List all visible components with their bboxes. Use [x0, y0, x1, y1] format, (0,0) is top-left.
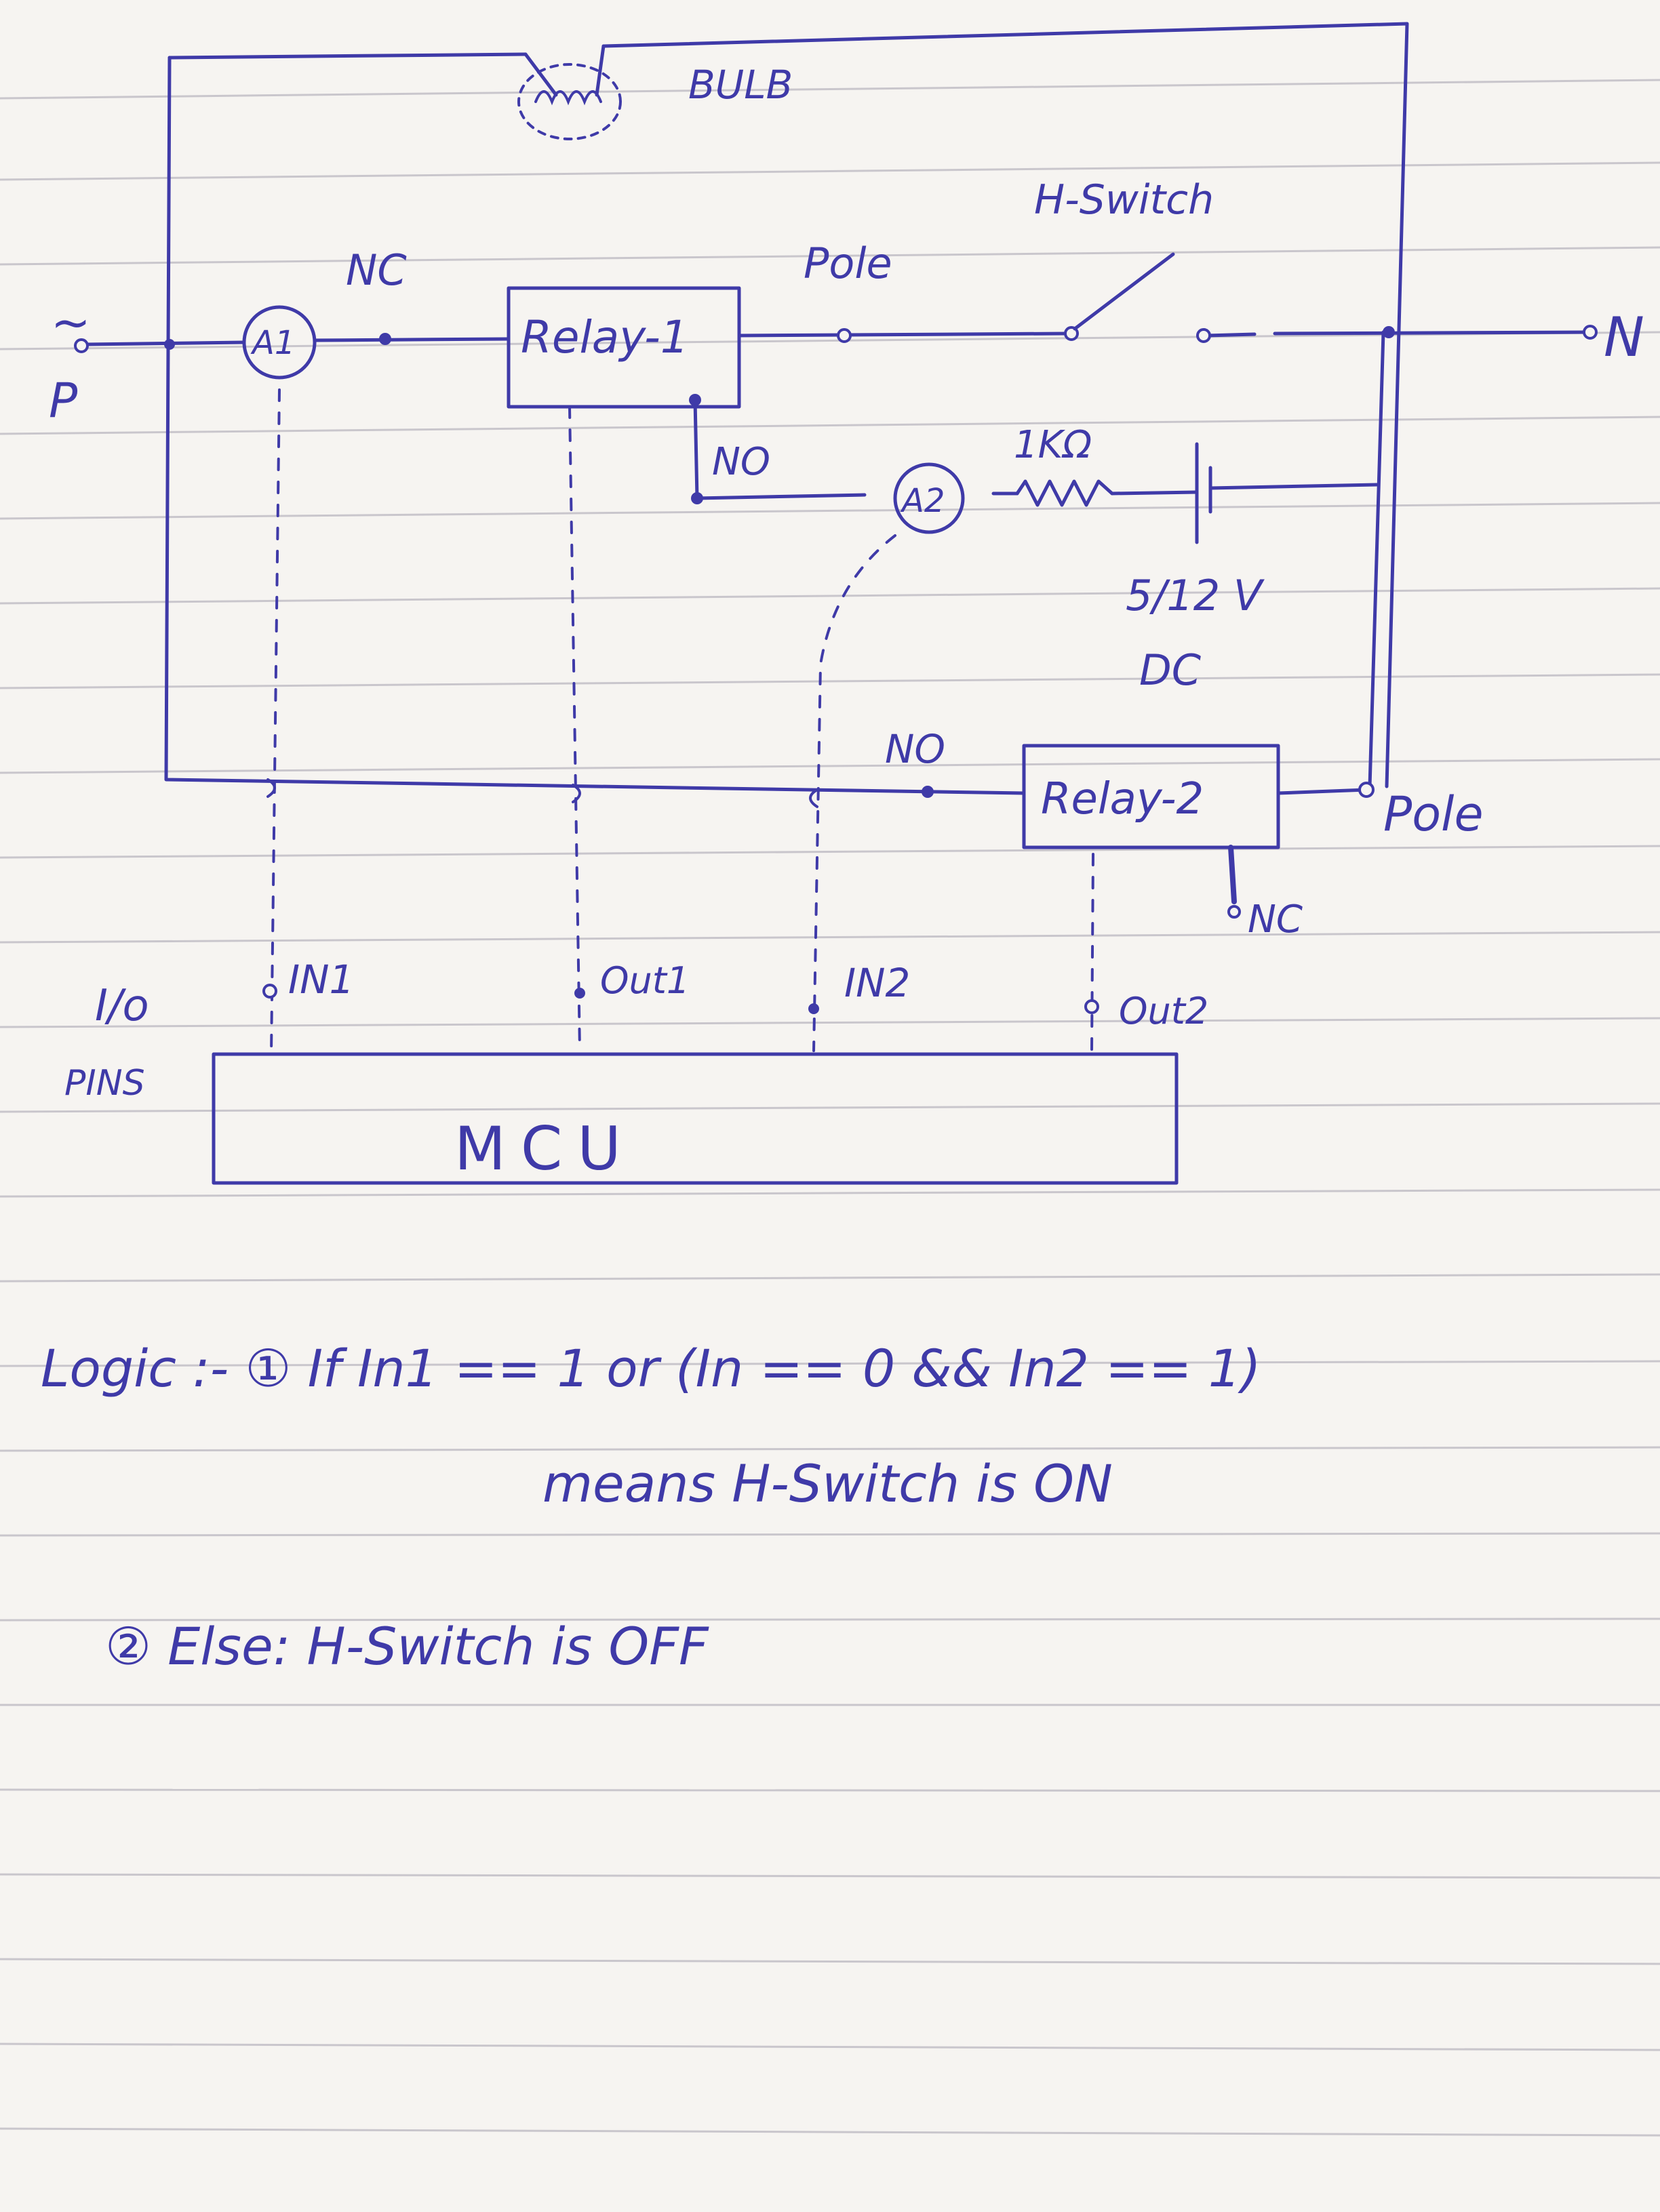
in1-pin [262, 984, 277, 999]
mcu-label: MCU [454, 1114, 636, 1184]
relay-1-no-label: NO [712, 440, 770, 484]
in2-label: IN2 [844, 960, 910, 1006]
pole-top-label: Pole [804, 239, 892, 288]
bulb-label: BULB [688, 62, 793, 108]
pins-label: PINS [64, 1063, 145, 1104]
junction-dot-right [1383, 326, 1395, 338]
battery-icon [1195, 442, 1212, 544]
relay-2-label: Relay-2 [1041, 774, 1204, 824]
pole-contact-dot [837, 328, 852, 343]
pole-right-label: Pole [1383, 786, 1484, 842]
bulb-icon [517, 44, 622, 140]
resistor-icon [1015, 479, 1114, 507]
out1-label: Out1 [600, 959, 690, 1002]
out2-pin [1084, 999, 1099, 1014]
nc-top-label: NC [346, 245, 407, 295]
relay-2-nc-lead [1228, 845, 1237, 904]
logic-line-2: means H-Switch is ON [542, 1453, 1113, 1514]
relay-2-nc-dot [1227, 905, 1241, 919]
relay-1-label: Relay-1 [521, 311, 689, 363]
relay-2-no-dot [922, 786, 934, 798]
outer-wires [164, 22, 1409, 795]
h-switch-icon [1064, 252, 1211, 343]
p-terminal-label: P [49, 373, 78, 428]
crossing-humps [266, 778, 818, 808]
no-contact-dot-2 [691, 492, 703, 504]
mcu-box [212, 1052, 1179, 1185]
junction-dot-left [164, 339, 175, 350]
relay-2-nc-label: NC [1248, 898, 1303, 942]
h-switch-label: H-Switch [1034, 176, 1214, 224]
dc-label: DC [1139, 645, 1202, 695]
main-line [85, 330, 1589, 346]
nc-contact-dot [379, 333, 391, 345]
ac-source-symbol: ~ [51, 295, 91, 350]
a2-label: A2 [900, 482, 945, 520]
out2-label: Out2 [1119, 990, 1208, 1032]
signal-wires [270, 388, 1094, 1055]
relay-2-pole-wire [1276, 788, 1368, 795]
dc-voltage-label: 5/12 V [1126, 571, 1265, 620]
resistor-label: 1KΩ [1014, 423, 1092, 467]
ammeter-a2 [893, 462, 965, 534]
relay-1-box [507, 286, 741, 409]
n-terminal-dot [1583, 325, 1598, 340]
ruled-lines [0, 79, 1660, 2137]
ammeter-a1 [242, 305, 317, 380]
logic-line-3: ② Else: H-Switch is OFF [105, 1616, 709, 1676]
out1-pin [574, 988, 585, 999]
relay-2-pole-dot [1358, 782, 1375, 798]
in1-label: IN1 [288, 957, 354, 1003]
n-terminal-label: N [1604, 306, 1644, 369]
a1-label: A1 [250, 324, 295, 362]
p-terminal-dot [74, 338, 89, 353]
no-branch-wires [693, 330, 1385, 788]
relay-2-no-label: NO [885, 726, 945, 772]
no-contact-dot-1 [689, 394, 701, 406]
in2-pin [808, 1003, 819, 1014]
logic-line-1: Logic :- ① If In1 == 1 or (In == 0 && In… [41, 1338, 1261, 1399]
relay-2-box [1022, 744, 1280, 849]
io-label: I/o [95, 981, 149, 1031]
